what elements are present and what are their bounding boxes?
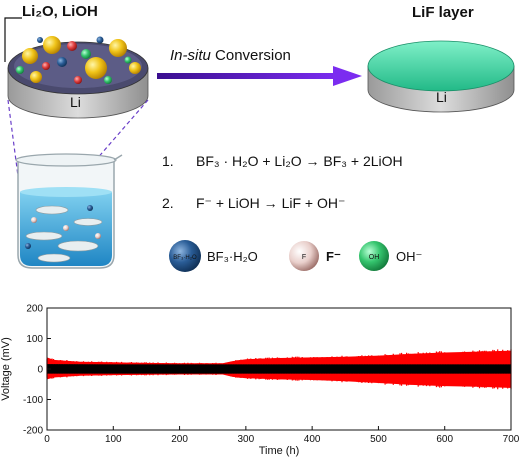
- oxides-leader-line: [4, 17, 22, 62]
- chart-axes: 0 100 200 300 400 500 600 700 -200 -100 0 100 200: [23, 304, 520, 446]
- zoom-line-left: [7, 99, 19, 177]
- zoom-line-right: [81, 99, 149, 177]
- voltage-chart: 0 100 200 300 400 500 600 700 -200 -100 0 100 200 Ti…: [0, 304, 520, 458]
- conversion-arrow: [157, 66, 362, 86]
- beaker-solution: [15, 153, 123, 269]
- reaction-1-equation: BF₃ · H₂O + Li₂O → BF₃ + 2LiOH: [196, 153, 403, 169]
- fluoride-ball-symbol: F: [302, 254, 306, 261]
- reaction-2-equation: F⁻ + LiOH → LiF + OH⁻: [196, 195, 345, 211]
- hydroxide-ball-icon: [359, 241, 389, 271]
- y-tick-label-1: -100: [23, 395, 43, 406]
- li-disc-with-lif: Li: [367, 40, 515, 113]
- x-axis-label: Time (h): [259, 445, 300, 457]
- x-tick-label-2: 200: [171, 434, 188, 445]
- li-label-right: Li: [436, 89, 447, 105]
- hydroxide-legend-label: OH⁻: [396, 249, 422, 264]
- series-band-black-top: [47, 364, 511, 374]
- fluoride-ball-icon: [289, 241, 319, 271]
- bf3-h2o-ball-symbol: BF₃·H₂O: [173, 255, 197, 261]
- reaction-1: 1. BF₃ · H₂O + Li₂O → BF₃ + 2LiOH: [162, 153, 403, 169]
- y-tick-label-0: -200: [23, 426, 43, 437]
- x-tick-label-5: 500: [370, 434, 387, 445]
- oxides-label: Li₂O, LiOH: [22, 3, 98, 20]
- lif-layer-label: LiF layer: [412, 4, 474, 21]
- fluoride-legend-label: F⁻: [326, 249, 341, 264]
- li-label-left: Li: [70, 94, 81, 110]
- x-tick-label-1: 100: [105, 434, 122, 445]
- conversion-scheme: Li Li₂O, LiOH In-situ Conversion Li LiF …: [4, 3, 515, 272]
- reaction-1-number: 1.: [162, 153, 174, 169]
- y-tick-label-4: 200: [26, 304, 43, 315]
- x-tick-label-7: 700: [503, 434, 520, 445]
- x-tick-label-3: 300: [238, 434, 255, 445]
- x-tick-label-6: 600: [436, 434, 453, 445]
- y-axis-label: Voltage (mV): [0, 337, 12, 401]
- reaction-2-number: 2.: [162, 195, 174, 211]
- y-tick-label-2: 0: [37, 365, 43, 376]
- conversion-label: In-situ Conversion: [170, 47, 291, 64]
- bf3-h2o-ball-icon: [169, 240, 201, 272]
- y-tick-label-3: 100: [26, 334, 43, 345]
- hydroxide-ball-symbol: OH: [369, 254, 380, 261]
- x-tick-label-4: 400: [304, 434, 321, 445]
- bf3-h2o-legend-label: BF₃·H₂O: [207, 249, 258, 264]
- plot-area: [46, 349, 512, 390]
- li-disc-with-oxides: Li: [7, 36, 149, 119]
- reaction-2: 2. F⁻ + LiOH → LiF + OH⁻: [162, 195, 345, 211]
- x-tick-label-0: 0: [44, 434, 50, 445]
- species-legend: BF₃·H₂O BF₃·H₂O F F⁻ OH OH⁻: [169, 240, 422, 272]
